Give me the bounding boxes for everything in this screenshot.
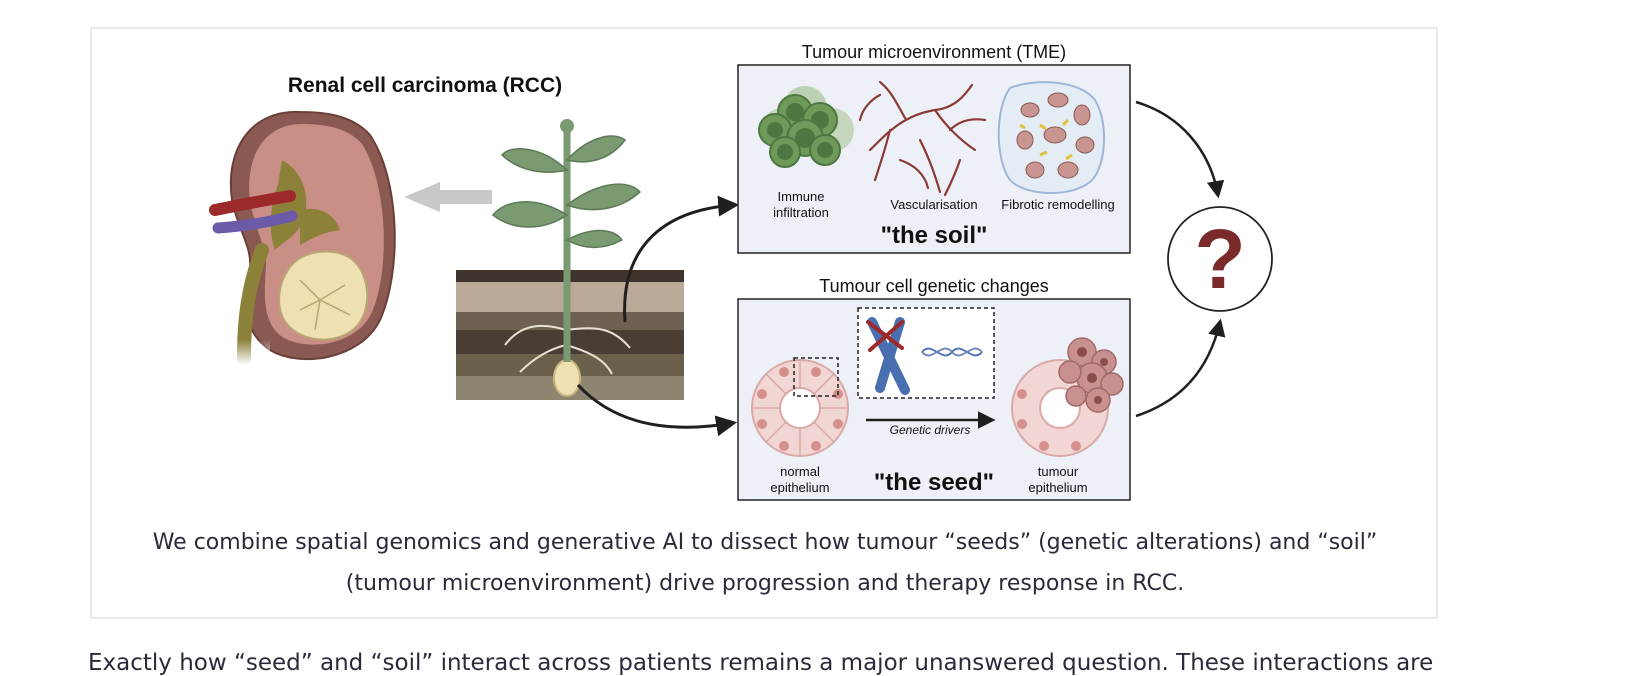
tumour-label-line2: epithelium [1028, 480, 1087, 495]
fibrotic-tissue-icon [997, 81, 1106, 194]
normal-label-line1: normal [780, 464, 820, 479]
tme-item-immune-line1: Immune [778, 189, 825, 204]
genetic-drivers-label: Genetic drivers [890, 423, 971, 437]
seed-label: "the seed" [874, 469, 994, 496]
vasculature-icon [858, 80, 987, 197]
figure-caption: We combine spatial genomics and generati… [152, 530, 1378, 596]
chromosome-icon [866, 317, 910, 395]
body-paragraph: Exactly how “seed” and “soil” interact a… [88, 650, 1434, 676]
tme-title: Tumour microenvironment (TME) [802, 42, 1066, 62]
normal-epithelium-icon [751, 357, 849, 457]
immune-cells-icon [758, 86, 854, 168]
kidney-title: Renal cell carcinoma (RCC) [288, 74, 562, 97]
plant-soil-illustration [456, 119, 684, 430]
tme-item-immune-line2: infiltration [773, 205, 829, 220]
tme-item-fibrotic: Fibrotic remodelling [1001, 197, 1114, 212]
arrow-tme-to-question [1135, 100, 1225, 199]
soil-label: "the soil" [881, 222, 988, 249]
grey-left-arrow [404, 182, 492, 212]
dna-helix-icon [921, 347, 983, 357]
question-circle [1167, 206, 1273, 312]
arrow-to-genetic [576, 383, 738, 437]
normal-label-line2: epithelium [770, 480, 829, 495]
tumour-label-line1: tumour [1038, 464, 1079, 479]
kidney-illustration [209, 110, 396, 365]
genetic-title: Tumour cell genetic changes [819, 276, 1048, 296]
arrow-to-tme [623, 195, 740, 323]
tme-item-vascularisation: Vascularisation [890, 197, 977, 212]
tumour-epithelium-icon [1011, 337, 1124, 457]
question-mark: ? [1194, 212, 1245, 306]
arrow-genetic-to-question [1135, 318, 1226, 418]
